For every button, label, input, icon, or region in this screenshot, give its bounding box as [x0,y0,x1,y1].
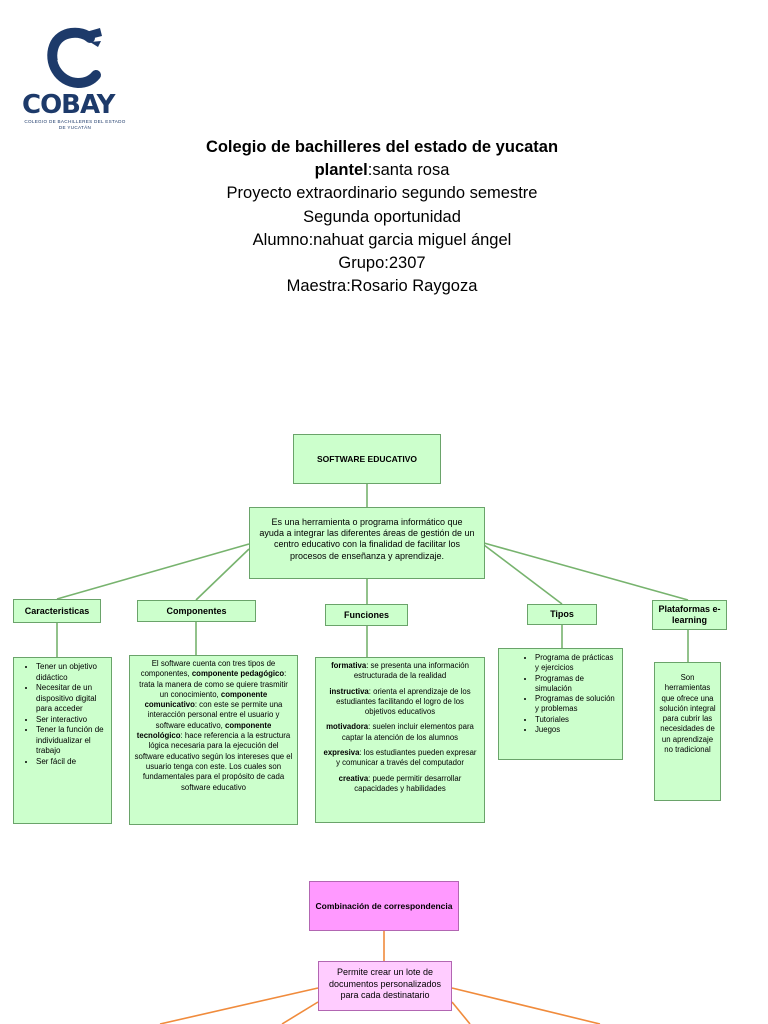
plataformas-detail: Son herramientas que ofrece una solución… [654,662,721,801]
caracteristicas-detail: Tener un objetivo didáctico Necesitar de… [13,657,112,824]
funcion-creativa: creativa: puede permitir desarrollar cap… [321,774,479,795]
connector-caracteristicas [56,543,250,600]
branch-componentes: Componentes [137,600,256,622]
funcion-expresiva: expresiva: los estudiantes pueden expres… [321,748,479,769]
tipos-detail: Programa de prácticas y ejercicios Progr… [498,648,623,760]
funcion-formativa: formativa: se presenta una información e… [321,661,479,682]
componente-comunicativo-term: componente comunicativo [144,689,268,710]
branch-tipos: Tipos [527,604,597,625]
campus-label: plantel [314,161,368,180]
funcion-term: motivadora [326,722,369,732]
root-software-educativo: SOFTWARE EDUCATIVO [293,434,441,484]
caracteristicas-list: Tener un objetivo didáctico Necesitar de… [14,662,107,767]
connector-combinacion-3 [451,1001,471,1024]
funcion-text: : orienta el aprendizaje de los estudian… [336,686,471,717]
funcion-text: : se presenta una información estructura… [353,661,469,681]
componente-tecnologico-term: componente tecnológico [136,720,272,741]
tipos-list: Programa de prácticas y ejercicios Progr… [499,653,618,735]
combinacion-definition-box: Permite crear un lote de documentos pers… [318,961,452,1011]
list-item: Tener un objetivo didáctico [36,662,107,683]
branch-plataformas: Plataformas e-learning [652,600,727,630]
branch-funciones: Funciones [325,604,408,626]
componentes-detail: El software cuenta con tres tipos de com… [129,655,298,825]
connector-tipos [483,544,563,605]
cobay-logo: COBAY COLEGIO DE BACHILLERES DEL ESTADO … [20,22,130,132]
connector-combinacion-2 [281,1001,319,1024]
list-item: Tener la función de individualizar el tr… [36,725,107,757]
funcion-term: expresiva [323,748,360,758]
logo-wordmark: COBAY [22,90,115,120]
funcion-term: instructiva [329,686,369,696]
group-line: Grupo:2307 [338,254,426,273]
campus-line: plantel:santa rosa [0,159,764,182]
root-combinacion-correspondencia: Combinación de correspondencia [309,881,459,931]
funcion-term: creativa [338,773,369,783]
list-item: Programas de simulación [535,674,618,695]
funcion-instructiva: instructiva: orienta el aprendizaje de l… [321,687,479,718]
funcion-term: formativa [331,661,367,670]
teacher-line: Maestra:Rosario Raygoza [286,277,478,296]
document-header: Colegio de bachilleres del estado de yuc… [0,136,764,298]
componentes-text-2: : trata la manera de como se quiere tras… [139,669,288,699]
funcion-text: : puede permitir desarrollar capacidades… [354,773,462,793]
list-item: Programa de prácticas y ejercicios [535,653,618,674]
project-line: Proyecto extraordinario segundo semestre [226,184,538,203]
componente-pedagogico-term: componente pedagógico [191,669,285,679]
funciones-detail: formativa: se presenta una información e… [315,657,485,823]
funcion-text: : los estudiantes pueden expresar y comu… [336,748,477,768]
connector-combinacion-1 [159,987,319,1024]
logo-subtitle: COLEGIO DE BACHILLERES DEL ESTADO DE YUC… [24,119,126,130]
list-item: Juegos [535,725,618,735]
componentes-text-1: El software cuenta con tres tipos de com… [140,659,276,679]
student-line: Alumno:nahuat garcia miguel ángel [252,230,512,249]
componentes-text-4: : hace referencia a la estructura lógica… [134,731,293,792]
connector-componentes [195,548,250,601]
school-name: Colegio de bachilleres del estado de yuc… [205,138,559,156]
campus-value: :santa rosa [367,161,450,180]
cobay-serpent-icon [47,27,102,88]
connector-plataformas [483,542,689,601]
funcion-text: : suelen incluir elementos para captar l… [341,722,474,742]
list-item: Ser fácil de [36,757,107,768]
list-item: Ser interactivo [36,715,107,726]
list-item: Programas de solución y problemas [535,694,618,715]
funcion-motivadora: motivadora: suelen incluir elementos par… [321,722,479,743]
connector-combinacion-4 [451,987,601,1024]
list-item: Tutoriales [535,715,618,725]
branch-caracteristicas: Caracteristicas [13,599,101,623]
componentes-text-3: : con este se permite una interacción pe… [147,700,283,730]
opportunity-line: Segunda oportunidad [303,207,461,226]
list-item: Necesitar de un dispositivo digital para… [36,683,107,715]
definition-box: Es una herramienta o programa informátic… [249,507,485,579]
